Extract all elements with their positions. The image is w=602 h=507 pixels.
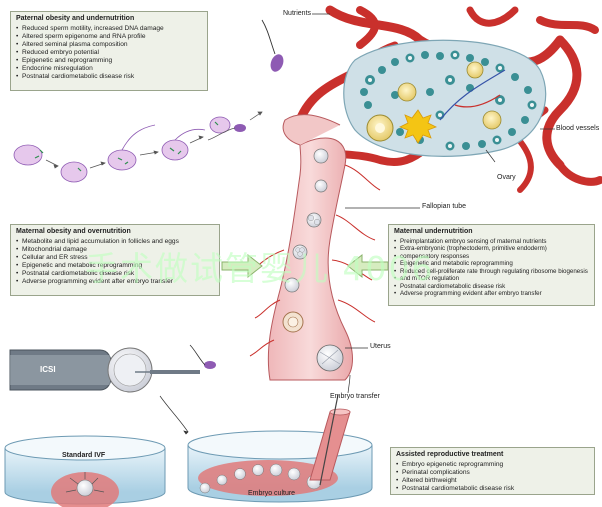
list-item: Cellular and ER stress: [16, 254, 214, 262]
list-item: Epigenetic and metabolic reprogramming: [394, 260, 589, 268]
list-item: Metabolite and lipid accumulation in fol…: [16, 238, 214, 246]
list-item: Postnatal cardiometabolic disease risk: [394, 283, 589, 291]
list-item: Embryo epigenetic reprogramming: [396, 461, 589, 469]
list-item: Endocrine misregulation: [16, 65, 202, 73]
paternal-title: Paternal obesity and undernutrition: [16, 15, 135, 22]
list-item: Epigenetic and reprogramming: [16, 57, 202, 65]
list-item: Reduced cell-proliferate rate through re…: [394, 268, 589, 276]
ovary-label: Ovary: [497, 174, 516, 181]
embryo-culture-label: Embryo culture: [248, 490, 296, 497]
list-item: Perinatal complications: [396, 469, 589, 477]
list-item: Reduced embryo potential: [16, 49, 202, 57]
embryo-transfer-label: Embryo transfer: [330, 393, 380, 400]
icsi-label: ICSI: [40, 365, 56, 374]
fallopian-tube-label: Fallopian tube: [422, 203, 466, 210]
art-list: Embryo epigenetic reprogramming Perinata…: [396, 461, 589, 493]
maternal-over-title: Maternal obesity and overnutrition: [16, 228, 131, 235]
list-item: Epigenetic and metabolic reprogramming: [16, 262, 214, 270]
art-title: Assisted reproductive treatment: [396, 451, 504, 458]
maternal-over-list: Metabolite and lipid accumulation in fol…: [16, 238, 214, 286]
list-item: Adverse programming evident after embryo…: [394, 290, 589, 298]
nutrients-label: Nutrients: [283, 10, 312, 17]
list-item: Adverse programming evident after embryo…: [16, 278, 214, 286]
list-item: compensatory responses: [394, 253, 589, 261]
icsi-setup: [9, 344, 216, 393]
maternal-over-box: Maternal obesity and overnutrition Metab…: [10, 224, 220, 296]
list-item: and mTOR regulation: [394, 275, 589, 283]
list-item: Preimplantation embryo sensing of matern…: [394, 238, 589, 246]
embryo-transfer-catheter: [309, 394, 351, 486]
maternal-under-box: Maternal undernutrition Preimplantation …: [388, 224, 595, 306]
list-item: Postnatal cardiometabolic disease risk: [396, 485, 589, 493]
ovary: [343, 39, 547, 157]
influence-arrows: [221, 253, 389, 279]
paternal-box: Paternal obesity and undernutrition Redu…: [10, 11, 208, 91]
list-item: Altered sperm epigenome and RNA profile: [16, 33, 202, 41]
list-item: Extra-embryonic (trophectoderm, primitiv…: [394, 245, 589, 253]
art-box: Assisted reproductive treatment Embryo e…: [390, 447, 595, 495]
standard-ivf-label: Standard IVF: [62, 452, 106, 459]
sperm-maturation: [13, 19, 284, 183]
list-item: Mitochondrial damage: [16, 246, 214, 254]
connector-lines: [159, 13, 555, 435]
list-item: Postnatal cardiometabolic disease risk: [16, 73, 202, 81]
uterus-label: Uterus: [370, 343, 391, 350]
maternal-under-title: Maternal undernutrition: [394, 228, 473, 235]
maternal-under-list: Preimplantation embryo sensing of matern…: [394, 238, 589, 299]
list-item: Postnatal cardiometabolic disease risk: [16, 270, 214, 278]
list-item: Reduced sperm motility, increased DNA da…: [16, 25, 202, 33]
watermark: 手术做试管婴儿 4006: [85, 249, 435, 288]
corpus-luteum: [399, 109, 437, 144]
standard-ivf-dish: [4, 435, 166, 507]
embryo-stages: [282, 148, 344, 372]
list-item: Altered birthweight: [396, 477, 589, 485]
blood-vessels-label: Blood vessels: [556, 125, 600, 132]
paternal-list: Reduced sperm motility, increased DNA da…: [16, 25, 202, 81]
list-item: Altered seminal plasma composition: [16, 41, 202, 49]
